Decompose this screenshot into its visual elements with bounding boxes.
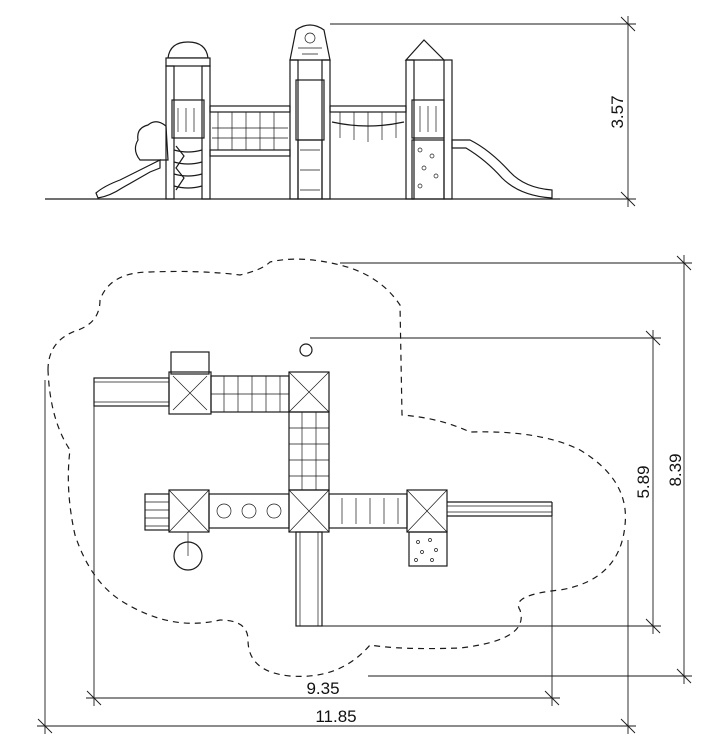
center-tower [289, 24, 331, 200]
decorative-bush [134, 121, 169, 161]
height-dimension: 3.57 [330, 16, 636, 207]
right-slide [451, 139, 553, 199]
right-bridge-plan [328, 493, 408, 529]
vertical-bridge [288, 411, 330, 491]
climbing-wall [408, 531, 448, 567]
left-slide [95, 159, 161, 199]
depth-outer-label: 8.39 [666, 453, 685, 486]
upper-left-roof [170, 351, 210, 375]
height-label: 3.57 [608, 95, 627, 128]
right-slide-plan [447, 501, 553, 517]
plan-view: 5.89 9.35 8.39 11.85 [37, 255, 692, 734]
elevation-view: 3.57 [45, 16, 636, 207]
left-tower [165, 41, 211, 200]
flower-panel [299, 343, 313, 357]
left-bridge [209, 105, 291, 157]
right-tower [404, 39, 453, 200]
tube-crawl [208, 493, 290, 529]
right-bridge [329, 105, 407, 142]
width-inner-label: 9.35 [306, 679, 339, 698]
width-outer-label: 11.85 [315, 707, 356, 726]
depth-inner-label: 5.89 [634, 465, 653, 498]
left-ladder [144, 493, 170, 531]
lower-slide [295, 531, 323, 627]
safety-zone-outline [47, 258, 627, 678]
outer-dimensions: 8.39 11.85 [37, 255, 692, 734]
inner-dimensions: 5.89 9.35 [86, 330, 661, 706]
